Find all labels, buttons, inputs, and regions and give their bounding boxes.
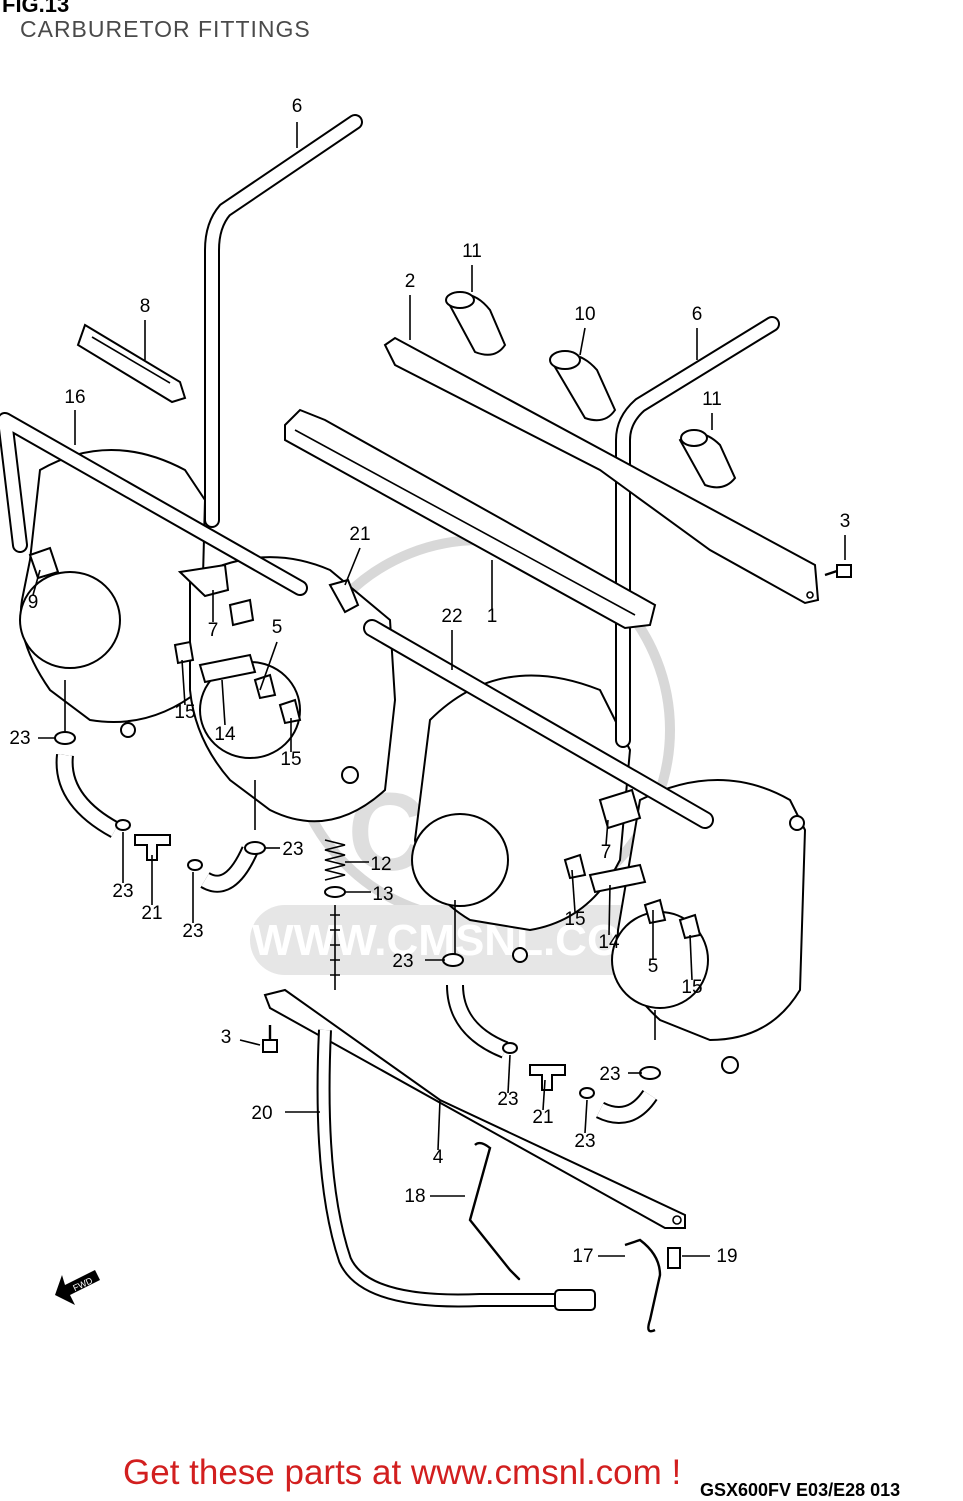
carburetor-center-left — [189, 556, 397, 830]
callout-20: 20 — [251, 1103, 272, 1124]
leader-line-15 — [571, 869, 576, 913]
figure-title: CARBURETOR FITTINGS — [20, 16, 311, 42]
leader-line-15 — [689, 934, 693, 981]
fuel-pipe-22 — [363, 619, 714, 829]
hose-right — [446, 984, 658, 1124]
callout-3: 3 — [840, 511, 851, 532]
callout-9: 9 — [28, 592, 39, 613]
callout-10: 10 — [574, 304, 595, 325]
leader-line-15 — [181, 659, 186, 706]
leader-line-23 — [584, 1099, 588, 1134]
cap-11-left — [445, 291, 507, 356]
callout-16: 16 — [64, 387, 85, 408]
screw-3-lower — [262, 1025, 278, 1053]
clip-17 — [624, 1238, 662, 1333]
wire-clip-18 — [468, 1141, 521, 1281]
fitting-group-right — [563, 788, 702, 940]
callout-6: 6 — [292, 96, 303, 117]
leader-line-21 — [542, 1079, 546, 1111]
leader-line-14 — [221, 679, 226, 726]
t-joint-21-left — [134, 834, 171, 861]
footer-link[interactable]: Get these parts at www.cmsnl.com ! — [123, 1453, 682, 1492]
cap-10 — [549, 350, 617, 422]
callout-22: 22 — [441, 606, 462, 627]
leader-lines — [32, 122, 846, 1257]
callout-19: 19 — [716, 1246, 737, 1267]
callout-23: 23 — [182, 921, 203, 942]
callout-23: 23 — [497, 1089, 518, 1110]
screw-19 — [667, 1247, 681, 1269]
callout-4: 4 — [433, 1147, 444, 1168]
hose-left — [55, 754, 259, 893]
leader-line-3 — [239, 1039, 261, 1046]
callout-15: 15 — [564, 909, 585, 930]
carburetor-left — [19, 449, 207, 740]
callout-23: 23 — [282, 839, 303, 860]
fuel-pipe-16 — [0, 412, 308, 596]
leader-line-4 — [437, 1099, 441, 1151]
callout-3: 3 — [221, 1027, 232, 1048]
callout-17: 17 — [572, 1246, 593, 1267]
link-shaft-1 — [284, 408, 657, 630]
fwd-arrow: FWD — [55, 1270, 100, 1305]
clamp-9 — [28, 546, 60, 580]
callout-11: 11 — [462, 241, 482, 262]
fitting-group-left — [173, 563, 302, 725]
callout-13: 13 — [372, 884, 393, 905]
callout-14: 14 — [598, 932, 620, 953]
washer-13 — [324, 886, 346, 898]
callout-2: 2 — [405, 271, 416, 292]
callout-5: 5 — [272, 617, 283, 638]
callout-5: 5 — [648, 956, 659, 977]
callout-18: 18 — [404, 1186, 425, 1207]
spring-12 — [324, 839, 346, 881]
callout-11: 11 — [702, 389, 722, 410]
bracket-plate-4 — [263, 988, 686, 1229]
callout-7: 7 — [601, 842, 612, 863]
callout-15: 15 — [174, 702, 195, 723]
callout-1: 1 — [487, 606, 498, 627]
callout-21: 21 — [141, 903, 162, 924]
bracket-8 — [76, 323, 187, 404]
choke-cable-20 — [316, 1029, 596, 1311]
leader-line-10 — [579, 327, 586, 356]
clamps-23 — [54, 731, 661, 1099]
callout-14: 14 — [214, 724, 236, 745]
callout-8: 8 — [140, 296, 151, 317]
leader-line-21 — [344, 547, 361, 586]
callout-21: 21 — [532, 1107, 553, 1128]
leader-line-23 — [507, 1054, 511, 1094]
bracket-plate-2 — [383, 336, 820, 605]
callout-23: 23 — [9, 728, 30, 749]
adjust-screw — [330, 905, 340, 990]
vent-tube-right — [615, 316, 780, 748]
callout-23: 23 — [574, 1131, 595, 1152]
callout-23: 23 — [392, 951, 413, 972]
leader-line-9 — [32, 569, 41, 596]
callout-23: 23 — [112, 881, 133, 902]
callout-23: 23 — [599, 1064, 620, 1085]
callout-15: 15 — [681, 977, 702, 998]
cap-11-right — [678, 429, 737, 489]
vent-tube-left — [204, 114, 363, 528]
figure-id: FIG.13 — [2, 0, 70, 17]
callout-6: 6 — [692, 304, 703, 325]
leader-line-14 — [608, 884, 611, 936]
t-joint-21-right — [529, 1064, 566, 1091]
callout-12: 12 — [370, 854, 391, 875]
callout-15: 15 — [280, 749, 301, 770]
leader-line-7 — [605, 819, 609, 846]
callout-7: 7 — [208, 620, 219, 641]
model-code: GSX600FV E03/E28 013 — [700, 1480, 901, 1500]
leader-line-5 — [259, 641, 278, 691]
callout-21: 21 — [349, 524, 370, 545]
t-joint-21-top — [328, 578, 360, 614]
screw-3-upper — [824, 564, 852, 578]
